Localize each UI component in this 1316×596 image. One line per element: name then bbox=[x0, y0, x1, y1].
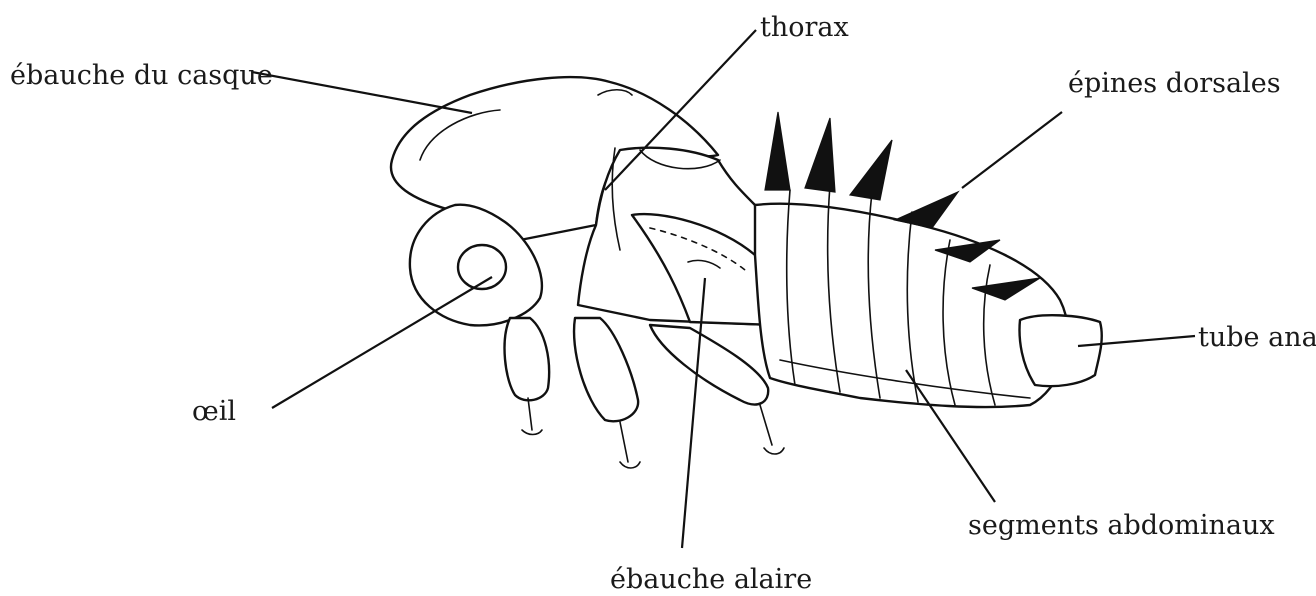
label-abdominal-segments: segments abdominaux bbox=[968, 512, 1275, 539]
label-wing-rudiment: ébauche alaire bbox=[610, 566, 812, 593]
label-dorsal-spines: épines dorsales bbox=[1068, 70, 1281, 97]
dorsal-spine bbox=[895, 192, 958, 228]
label-anal-tube: tube anal bbox=[1198, 324, 1316, 351]
dorsal-spine bbox=[850, 140, 892, 200]
nymph-illustration bbox=[391, 77, 1102, 468]
leg-hind bbox=[650, 325, 768, 404]
dorsal-spine bbox=[765, 112, 790, 190]
leader-epines bbox=[962, 112, 1062, 188]
leg-middle bbox=[574, 318, 638, 421]
label-thorax: thorax bbox=[760, 14, 849, 41]
leg-front bbox=[505, 318, 550, 400]
anal-tube-outline bbox=[1020, 315, 1102, 386]
label-eye: œil bbox=[192, 398, 236, 425]
dorsal-spine bbox=[805, 118, 835, 192]
leader-casque bbox=[252, 72, 472, 113]
label-helmet-rudiment: ébauche du casque bbox=[10, 62, 273, 89]
leader-oeil bbox=[272, 277, 492, 408]
